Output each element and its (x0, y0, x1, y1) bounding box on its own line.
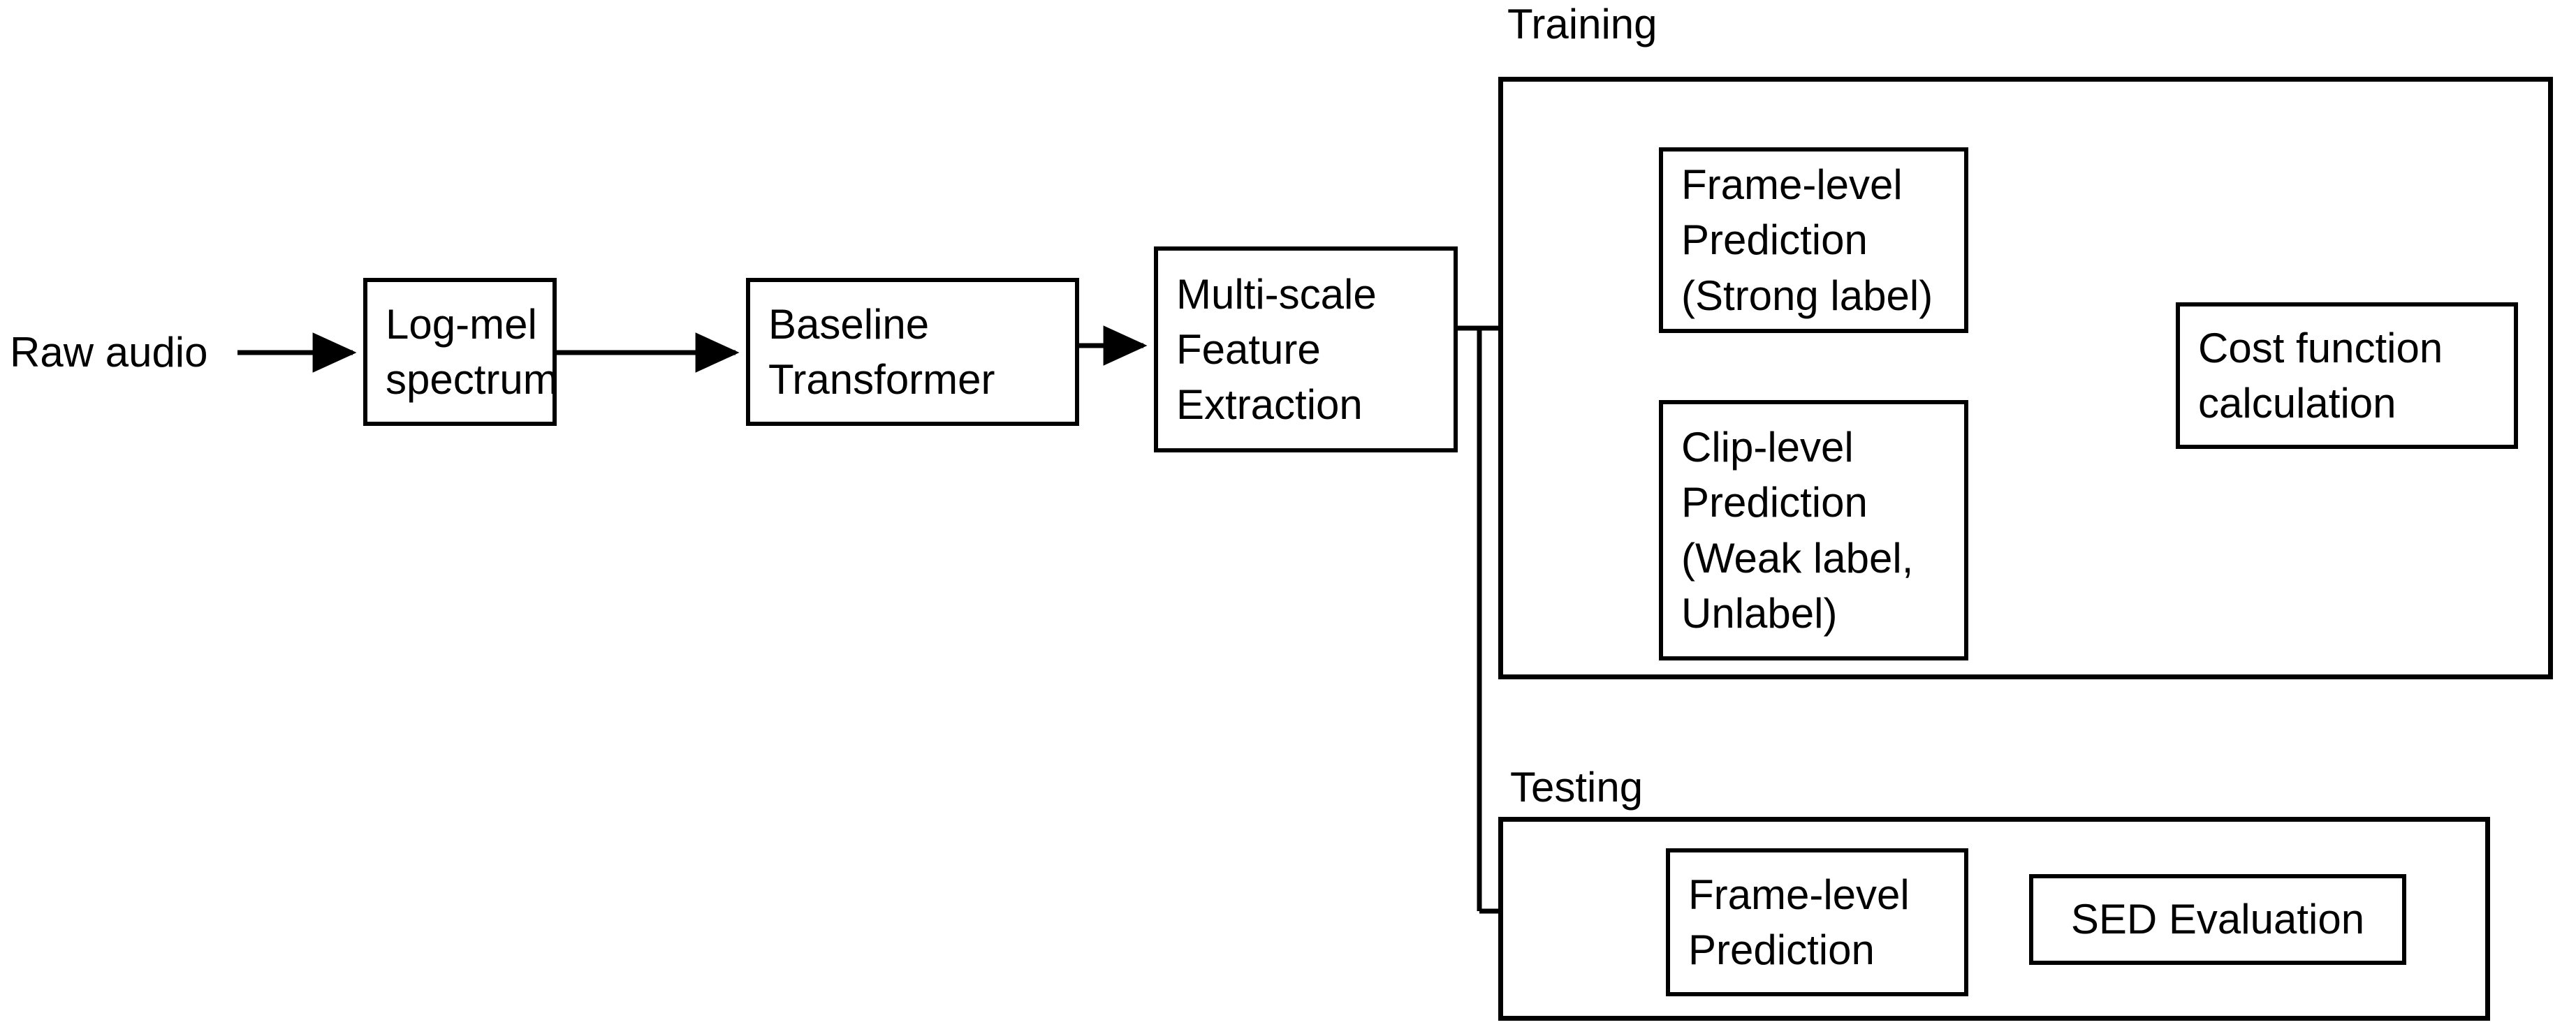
testing-frame-level-node[interactable]: Frame-level Prediction (1666, 848, 1968, 996)
raw-audio-label: Raw audio (10, 329, 208, 376)
testing-group-label: Testing (1510, 764, 1644, 811)
log-mel-node[interactable]: Log-mel spectrum (363, 278, 558, 426)
training-group-label: Training (1507, 1, 1657, 47)
multi-scale-node[interactable]: Multi-scale Feature Extraction (1154, 246, 1458, 452)
baseline-transformer-node[interactable]: Baseline Transformer (746, 278, 1079, 426)
training-clip-level-node[interactable]: Clip-level Prediction (Weak label, Unlab… (1659, 400, 1968, 660)
cost-function-node[interactable]: Cost function calculation (2176, 302, 2518, 449)
training-frame-level-node[interactable]: Frame-level Prediction (Strong label) (1659, 147, 1968, 333)
sed-evaluation-node[interactable]: SED Evaluation (2029, 874, 2406, 965)
